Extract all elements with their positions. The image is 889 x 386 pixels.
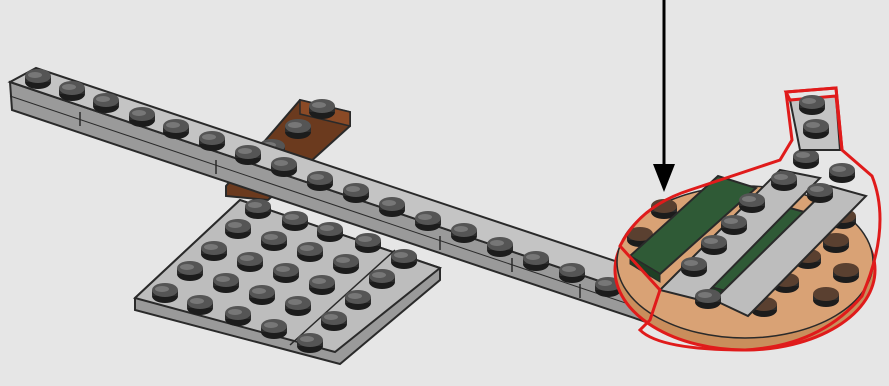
down-arrow-icon <box>653 0 675 192</box>
highlighted-new-parts <box>615 88 880 350</box>
